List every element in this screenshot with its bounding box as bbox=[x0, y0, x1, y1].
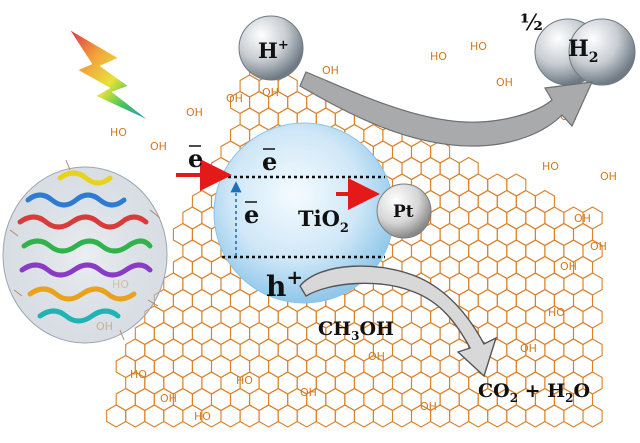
hydroxyl-label: HO bbox=[130, 368, 147, 381]
graphene-hexagon bbox=[125, 404, 146, 428]
hydroxyl-label: OH bbox=[420, 400, 437, 413]
hydroxyl-label: HO bbox=[194, 410, 211, 423]
hydroxyl-label: OH bbox=[496, 76, 513, 89]
graphene-hexagon bbox=[144, 404, 165, 428]
half-label: ½ bbox=[520, 10, 543, 36]
graphene-hexagon bbox=[163, 404, 184, 428]
hydroxyl-label: OH bbox=[262, 86, 279, 99]
graphene-hexagon bbox=[334, 404, 355, 428]
pt-label: Pt bbox=[393, 202, 414, 222]
graphene-hexagon bbox=[582, 404, 603, 428]
products-label: CO2 + H2O bbox=[478, 380, 590, 405]
hydrogen-molecule bbox=[534, 18, 636, 86]
methanol-label: CH3OH bbox=[318, 318, 394, 343]
hydroxyl-label: OH bbox=[322, 64, 339, 77]
h2-label: H2 bbox=[568, 36, 599, 66]
hydroxyl-label: OH bbox=[160, 392, 177, 405]
hydroxyl-label: HO bbox=[542, 160, 559, 173]
hydroxyl-label: HO bbox=[470, 40, 487, 53]
graphene-hexagon bbox=[487, 404, 508, 428]
oxidation-curved-arrow bbox=[299, 265, 498, 378]
hydroxyl-label: HO bbox=[430, 50, 447, 63]
graphene-hexagon bbox=[315, 404, 336, 428]
pt-particle bbox=[376, 183, 432, 239]
graphene-hydroxyl-groups: OH HO OH HO OH OH HO OH OH HO OH OH OH OH HO OH HO HO OH OH… bbox=[96, 40, 617, 423]
electron-left-label: e bbox=[188, 144, 203, 173]
electron-top-label: e bbox=[262, 147, 277, 176]
proton-sphere bbox=[238, 15, 304, 81]
graphene-hexagon bbox=[391, 404, 413, 428]
graphene-hexagon bbox=[220, 404, 241, 428]
graphene-hexagon bbox=[277, 404, 298, 428]
graphene-hexagon bbox=[258, 404, 279, 428]
hydroxyl-label: OH bbox=[600, 170, 617, 183]
graphene-hexagon bbox=[468, 404, 489, 428]
graphene-hexagon bbox=[525, 404, 546, 428]
hole-label: h+ bbox=[266, 265, 303, 303]
hydroxyl-label: OH bbox=[150, 140, 167, 153]
graphene-hexagon bbox=[106, 404, 127, 428]
hydroxyl-label: HO bbox=[110, 126, 127, 139]
graphene-hexagon bbox=[353, 404, 374, 428]
protein-structure-icon bbox=[2, 159, 168, 344]
graphene-hexagon bbox=[544, 404, 565, 428]
hydroxyl-label: OH bbox=[300, 386, 317, 399]
hydroxyl-label: OH bbox=[560, 260, 577, 273]
electron-mid-label: e bbox=[244, 200, 259, 229]
graphene-hexagon bbox=[449, 404, 470, 428]
hydroxyl-label: OH bbox=[520, 342, 537, 355]
graphene-hexagon bbox=[563, 404, 584, 428]
hydroxyl-label: HO bbox=[236, 374, 253, 387]
graphene-hexagon bbox=[372, 404, 394, 428]
tio2-label: TiO2 bbox=[298, 206, 349, 236]
graphene-hexagon bbox=[239, 404, 260, 428]
reduction-curved-arrow bbox=[299, 71, 593, 147]
hydroxyl-label: OH bbox=[574, 212, 591, 225]
proton-label: H+ bbox=[258, 38, 289, 63]
hydroxyl-label: OH bbox=[186, 106, 203, 119]
hydroxyl-label: OH bbox=[590, 240, 607, 253]
graphene-hexagon bbox=[296, 404, 317, 428]
hydroxyl-label: OH bbox=[226, 92, 243, 105]
graphene-hexagon bbox=[506, 404, 527, 428]
hydroxyl-label: OH bbox=[368, 350, 385, 363]
hydroxyl-label: HO bbox=[548, 306, 565, 319]
light-bolt-icon bbox=[69, 29, 149, 121]
